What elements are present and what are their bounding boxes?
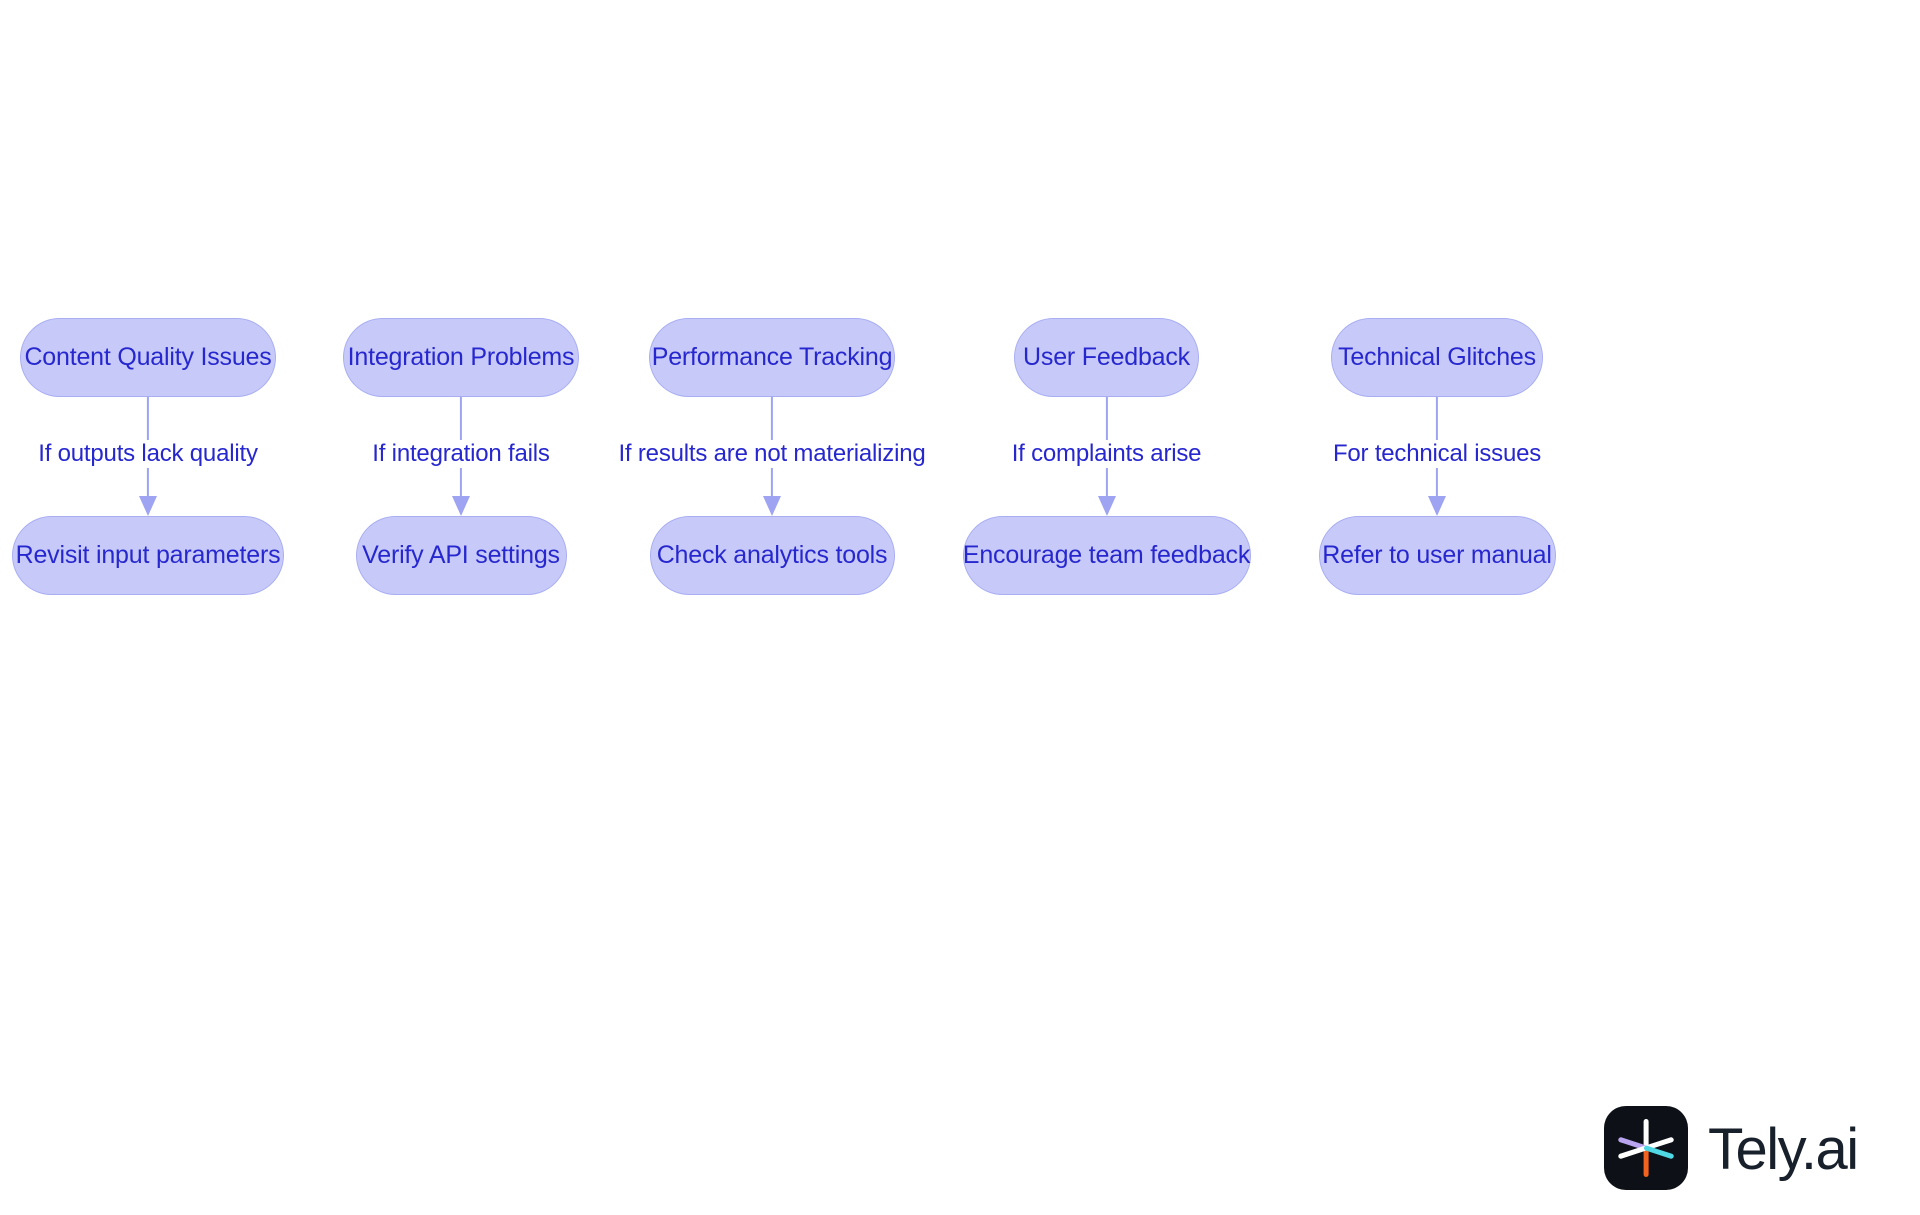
tely-ai-wordmark: Tely.ai xyxy=(1708,1117,1859,1182)
node-source-technical-glitches[interactable]: Technical Glitches xyxy=(1331,318,1543,397)
node-label: User Feedback xyxy=(1023,343,1190,371)
edge-arrowhead-icon xyxy=(1097,496,1116,516)
edge-label: If complaints arise xyxy=(1008,439,1205,468)
edge-technical-glitches: For technical issues xyxy=(1329,397,1545,516)
node-label: Verify API settings xyxy=(362,541,560,569)
node-target-refer-to-user-manual[interactable]: Refer to user manual xyxy=(1318,516,1556,595)
edge-arrowhead-icon xyxy=(763,496,781,516)
node-target-check-analytics-tools[interactable]: Check analytics tools xyxy=(649,516,895,595)
edge-label: If results are not materializing xyxy=(615,439,929,468)
node-label: Revisit input parameters xyxy=(15,541,281,569)
edge-label: If outputs lack quality xyxy=(35,439,261,468)
node-target-verify-api-settings[interactable]: Verify API settings xyxy=(355,516,567,595)
node-source-content-quality-issues[interactable]: Content Quality Issues xyxy=(20,318,276,397)
edge-label: If integration fails xyxy=(369,439,553,468)
edge-performance-tracking: If results are not materializing xyxy=(615,397,929,516)
node-source-user-feedback[interactable]: User Feedback xyxy=(1014,318,1199,397)
edge-arrowhead-icon xyxy=(139,496,157,516)
edge-user-feedback: If complaints arise xyxy=(1008,397,1205,516)
edge-arrowhead-icon xyxy=(1428,496,1446,516)
flow-column-technical-glitches: Technical Glitches For technical issues … xyxy=(1318,318,1556,595)
node-label: Encourage team feedback xyxy=(962,541,1251,569)
node-target-encourage-team-feedback[interactable]: Encourage team feedback xyxy=(962,516,1251,595)
node-source-performance-tracking[interactable]: Performance Tracking xyxy=(649,318,895,397)
node-label: Content Quality Issues xyxy=(24,343,272,371)
flow-column-user-feedback: User Feedback If complaints arise Encour… xyxy=(962,318,1251,595)
edge-content-quality-issues: If outputs lack quality xyxy=(20,397,276,516)
edge-arrowhead-icon xyxy=(452,496,470,516)
flow-column-integration-problems: Integration Problems If integration fail… xyxy=(343,318,579,595)
node-label: Integration Problems xyxy=(347,343,575,371)
node-target-revisit-input-parameters[interactable]: Revisit input parameters xyxy=(12,516,284,595)
node-source-integration-problems[interactable]: Integration Problems xyxy=(343,318,579,397)
edge-integration-problems: If integration fails xyxy=(343,397,579,516)
node-label: Technical Glitches xyxy=(1338,343,1536,371)
flow-column-content-quality-issues: Content Quality Issues If outputs lack q… xyxy=(12,318,284,595)
tely-ai-logo: Tely.ai xyxy=(1604,1106,1859,1190)
edge-label: For technical issues xyxy=(1329,439,1545,468)
tely-asterisk-icon xyxy=(1604,1106,1688,1190)
node-label: Check analytics tools xyxy=(656,541,888,569)
flow-column-performance-tracking: Performance Tracking If results are not … xyxy=(615,318,929,595)
node-label: Refer to user manual xyxy=(1322,541,1552,569)
node-label: Performance Tracking xyxy=(651,343,893,371)
